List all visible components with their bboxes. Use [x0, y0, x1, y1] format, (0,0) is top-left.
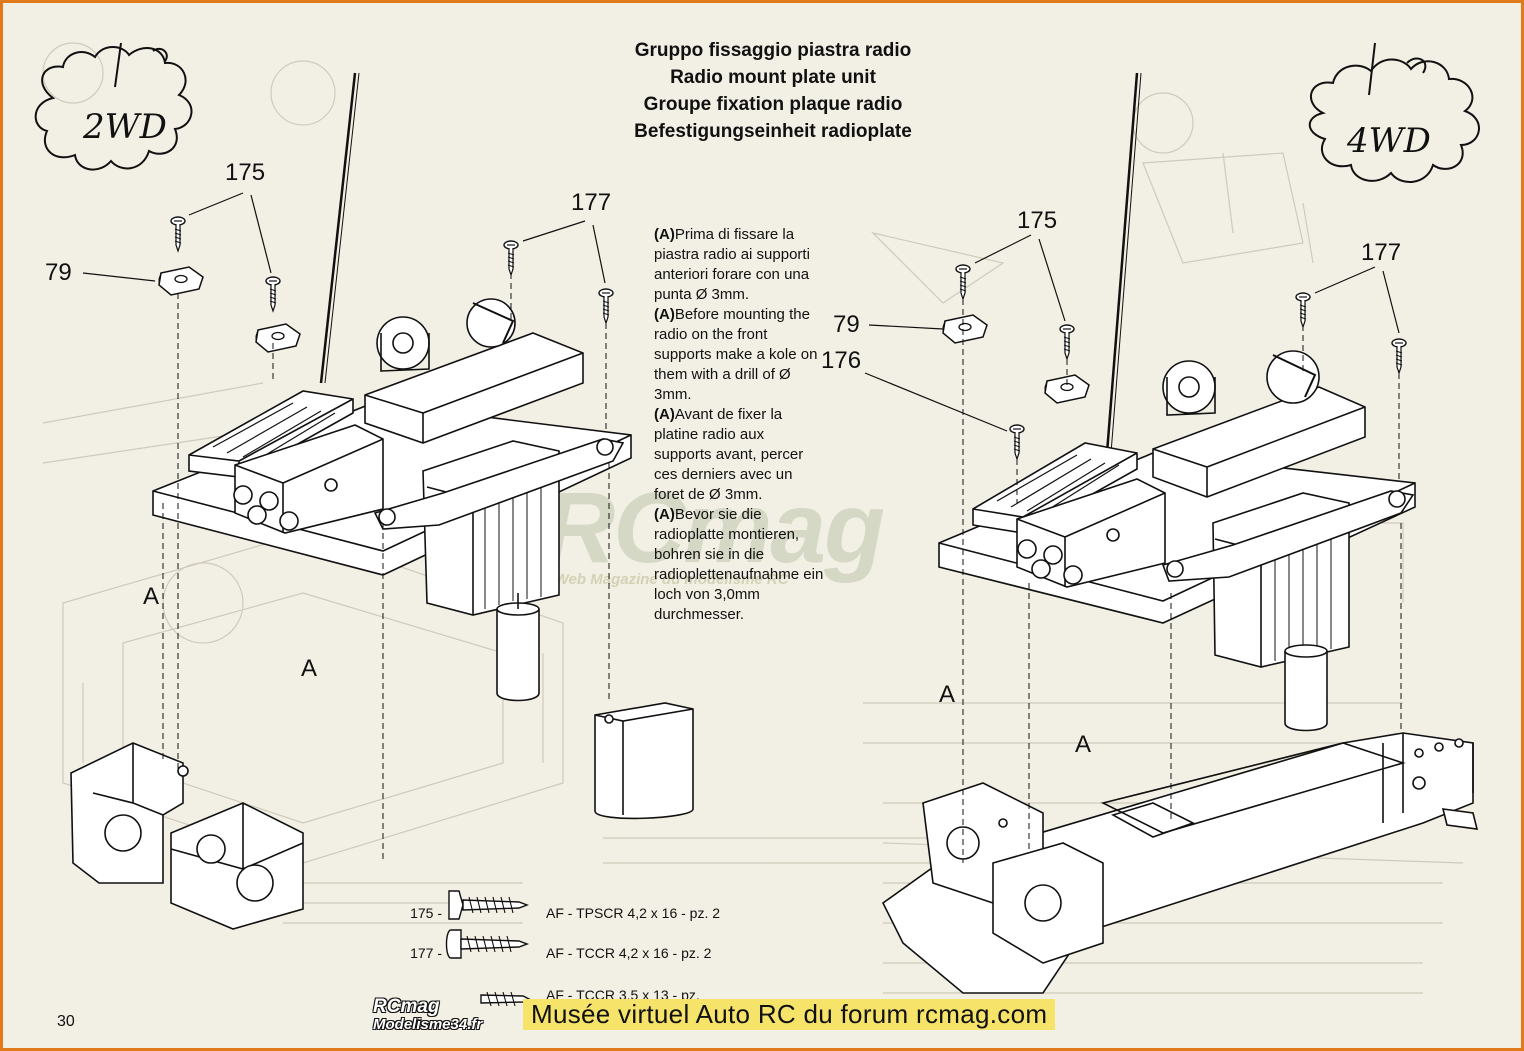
part-row: 175 - AF - TPSCR 4,2 x 16 - pz. 2 — [398, 893, 720, 933]
callout-176-right: 176 — [821, 347, 862, 374]
part-number: 175 - — [410, 905, 442, 921]
callout-79-right: 79 — [833, 311, 860, 338]
2wd-badge — [34, 42, 193, 171]
callout-a-right-2: A — [1075, 731, 1092, 758]
title-german: Befestigungseinheit radioplate — [634, 121, 912, 142]
callout-a-left-2: A — [301, 655, 318, 682]
callout-177-right: 177 — [1361, 239, 1402, 266]
callout-175-left: 175 — [225, 159, 266, 186]
watermark-subtitle: Le Web Magazine du modélisme RC — [533, 571, 789, 588]
part-description: AF - TPSCR 4,2 x 16 - pz. 2 — [546, 905, 721, 921]
drill-instructions: (A)Prima di fissare la piastra radio ai … — [654, 225, 824, 625]
screw-icon — [442, 898, 542, 928]
note-german: (A)Bevor sie die radioplatte montieren, … — [654, 506, 824, 623]
title-french: Groupe fixation plaque radio — [643, 94, 903, 115]
watermark-logo: RCmag — [543, 472, 885, 584]
callout-177-left: 177 — [571, 189, 612, 216]
title-italian: Gruppo fissaggio piastra radio — [634, 40, 912, 61]
logo-line-2: Modelisme34.fr — [373, 1016, 483, 1033]
parts-list: 175 - AF - TPSCR 4,2 x 16 - pz. 2 177 - … — [398, 893, 720, 1015]
badge-2wd: 2WD — [83, 107, 167, 147]
assembly-drawing — [34, 42, 1480, 1007]
screw-icon — [442, 938, 542, 968]
page-number: 30 — [57, 1013, 75, 1030]
part-row: 177 - AF - TCCR 4,2 x 16 - pz. 2 — [398, 933, 720, 973]
note-italian: (A)Prima di fissare la piastra radio ai … — [654, 226, 810, 303]
part-description: AF - TCCR 4,2 x 16 - pz. 2 — [546, 945, 712, 961]
logo-line-1: RCmag — [373, 996, 440, 1017]
callout-a-right-1: A — [939, 681, 956, 708]
title-english: Radio mount plate unit — [670, 67, 876, 88]
rcmag-logo: RCmag Modelisme34.fr — [371, 996, 531, 1044]
section-titles: Gruppo fissaggio piastra radio Radio mou… — [563, 37, 983, 145]
callout-a-left-1: A — [143, 583, 160, 610]
callout-79-left: 79 — [45, 259, 72, 286]
note-french: (A)Avant de fixer la platine radio aux s… — [654, 406, 804, 503]
note-english: (A)Before mounting the radio on the fron… — [654, 306, 818, 403]
callout-175-right: 175 — [1017, 207, 1058, 234]
4wd-badge — [1308, 42, 1480, 184]
badge-4wd: 4WD — [1347, 121, 1431, 161]
part-number: 177 - — [410, 945, 442, 961]
footer-banner: Musée virtuel Auto RC du forum rcmag.com — [523, 999, 1056, 1030]
